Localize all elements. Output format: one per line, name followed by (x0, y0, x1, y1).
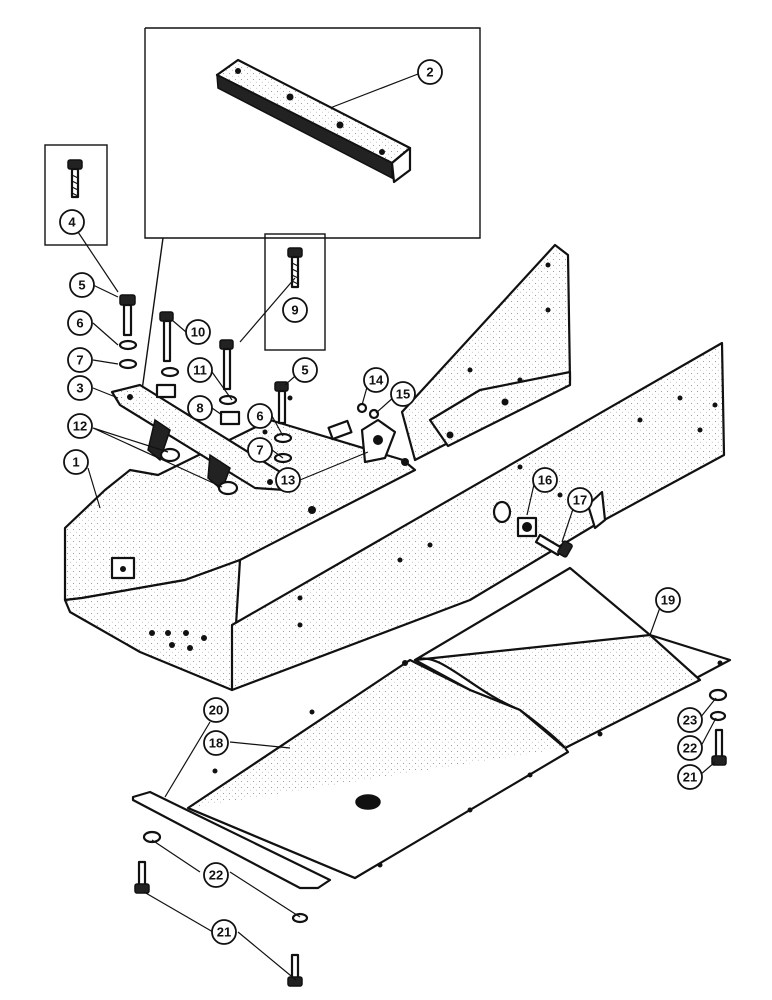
nut-7-left (118, 358, 138, 370)
washer-22-left-b (291, 912, 309, 924)
svg-text:6: 6 (256, 409, 263, 424)
svg-text:23: 23 (683, 713, 697, 728)
svg-text:22: 22 (209, 868, 223, 883)
svg-text:16: 16 (538, 473, 552, 488)
callouts: 2 4 5 6 7 3 12 1 10 9 11 8 5 6 7 14 15 1… (59, 59, 703, 945)
bolt-9-installed (219, 339, 234, 391)
bolt-10 (159, 311, 174, 363)
callout-5: 5 (69, 272, 95, 298)
plug-16 (492, 500, 538, 538)
callout-22b: 22 (203, 862, 229, 888)
svg-text:4: 4 (68, 215, 76, 230)
washer-23 (708, 688, 728, 702)
screw-14 (356, 402, 368, 414)
callout-3: 3 (67, 375, 93, 401)
callout-22: 22 (677, 735, 703, 761)
callout-6: 6 (67, 310, 93, 336)
callout-15: 15 (390, 381, 416, 407)
angle-20 (131, 790, 332, 890)
callout-21b: 21 (211, 919, 237, 945)
callout-4: 4 (59, 209, 85, 235)
svg-text:17: 17 (573, 493, 587, 508)
bracket-3 (110, 383, 292, 492)
callout-9: 9 (282, 297, 308, 323)
svg-text:2: 2 (426, 65, 433, 80)
callout-13: 13 (275, 467, 301, 493)
callout-16: 16 (532, 467, 558, 493)
main-frame (63, 243, 726, 692)
svg-text:11: 11 (193, 363, 207, 378)
svg-text:5: 5 (78, 278, 85, 293)
callout-1: 1 (63, 449, 89, 475)
callout-19: 19 (655, 587, 681, 613)
svg-text:1: 1 (72, 455, 79, 470)
crossmember-channel (215, 58, 412, 184)
plate-8a (155, 383, 177, 399)
svg-text:21: 21 (683, 770, 697, 785)
callout-20: 20 (203, 697, 229, 723)
switch-13 (360, 418, 397, 464)
nut-12b (217, 480, 239, 496)
callout-21: 21 (677, 764, 703, 790)
inset-box-part-4 (44, 144, 108, 246)
svg-text:3: 3 (76, 381, 83, 396)
washer-11 (160, 366, 180, 378)
bolt-5-left (119, 294, 136, 337)
callout-5b: 5 (292, 357, 318, 383)
washer-6-left (118, 339, 138, 351)
bolt-9 (287, 247, 303, 289)
svg-text:19: 19 (661, 593, 675, 608)
svg-text:6: 6 (76, 316, 83, 331)
callout-8: 8 (187, 395, 213, 421)
svg-text:10: 10 (191, 325, 205, 340)
svg-text:14: 14 (369, 373, 384, 388)
callout-2: 2 (417, 59, 443, 85)
svg-text:22: 22 (683, 741, 697, 756)
washer-11b (218, 394, 238, 406)
svg-text:15: 15 (396, 387, 410, 402)
svg-text:9: 9 (291, 303, 298, 318)
frame-holes (149, 262, 718, 651)
svg-text:20: 20 (209, 703, 223, 718)
svg-text:5: 5 (301, 363, 308, 378)
svg-text:7: 7 (76, 353, 83, 368)
washer-22-right (709, 710, 727, 722)
svg-text:12: 12 (73, 419, 87, 434)
screw-15 (368, 408, 380, 420)
callout-18: 18 (203, 730, 229, 756)
callout-12: 12 (67, 413, 93, 439)
callout-14: 14 (363, 367, 389, 393)
callout-10: 10 (185, 319, 211, 345)
inset-box-part-2 (139, 27, 481, 406)
callout-7: 7 (67, 347, 93, 373)
plate-8b (219, 410, 241, 426)
washer-22-left-a (142, 830, 162, 844)
callout-23: 23 (677, 707, 703, 733)
bolt-4 (67, 159, 83, 199)
svg-text:18: 18 (209, 736, 223, 751)
bolt-21-right (711, 728, 727, 766)
svg-text:13: 13 (281, 473, 295, 488)
svg-text:21: 21 (217, 925, 231, 940)
callout-6b: 6 (247, 403, 273, 429)
guard-plate-18 (186, 658, 570, 880)
svg-text:8: 8 (196, 401, 203, 416)
block-14 (327, 419, 353, 441)
washer-6-center (273, 432, 293, 444)
callout-11: 11 (187, 357, 213, 383)
bolt-17 (534, 533, 573, 558)
bolt-21-left-b (287, 953, 303, 987)
callout-7b: 7 (247, 437, 273, 463)
bolt-21-left-a (134, 860, 150, 894)
nut-12a (159, 447, 181, 463)
svg-text:7: 7 (256, 443, 263, 458)
leader-lines (77, 73, 717, 981)
callout-17: 17 (567, 487, 593, 513)
inset-box-part-9 (264, 233, 326, 351)
bolt-5-center (274, 381, 289, 425)
